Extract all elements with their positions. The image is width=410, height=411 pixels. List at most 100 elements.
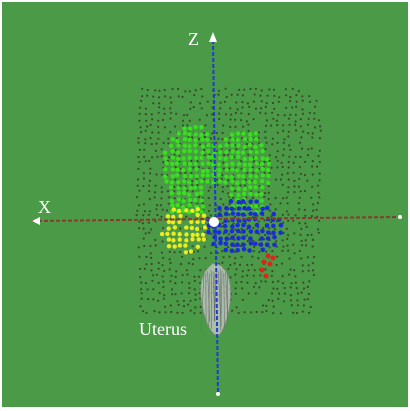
shell-point xyxy=(266,102,268,104)
blue-point xyxy=(253,212,258,217)
green-point xyxy=(236,143,240,147)
blue-point xyxy=(224,206,229,211)
shell-point xyxy=(150,124,152,126)
green-point xyxy=(248,137,252,141)
shell-point xyxy=(161,264,163,266)
shell-point xyxy=(260,107,262,109)
shell-point xyxy=(169,251,171,253)
shell-point xyxy=(268,192,270,194)
shell-point xyxy=(277,160,279,162)
green-point xyxy=(248,192,252,196)
shell-point xyxy=(153,310,155,312)
viewport-3d[interactable]: X Z Uterus xyxy=(2,2,408,407)
green-point xyxy=(254,204,258,208)
shell-point xyxy=(312,269,314,271)
blue-point xyxy=(230,249,235,254)
yellow-point xyxy=(171,220,175,224)
shell-point xyxy=(176,312,178,314)
shell-point xyxy=(259,95,261,97)
shell-point xyxy=(265,280,267,282)
green-point xyxy=(235,181,239,185)
shell-point xyxy=(186,114,188,116)
shell-point xyxy=(277,142,279,144)
blue-point xyxy=(279,223,284,228)
shell-point xyxy=(197,250,199,252)
shell-point xyxy=(149,210,151,212)
green-point xyxy=(170,199,174,203)
shell-point xyxy=(283,300,285,302)
yellow-point xyxy=(189,249,193,253)
yellow-point xyxy=(190,209,194,213)
yellow-point xyxy=(201,233,205,237)
shell-point xyxy=(302,131,304,133)
green-point xyxy=(182,191,186,195)
shell-point xyxy=(278,101,280,103)
green-point xyxy=(218,144,222,148)
shell-point xyxy=(292,220,294,222)
shell-point xyxy=(157,120,159,122)
shell-point xyxy=(177,88,179,90)
shell-point xyxy=(294,275,296,277)
blue-point xyxy=(223,224,228,229)
shell-point xyxy=(147,288,149,290)
green-point xyxy=(169,144,173,148)
blue-point xyxy=(224,248,229,253)
shell-point xyxy=(311,215,313,217)
green-point xyxy=(176,157,180,161)
green-point xyxy=(260,162,264,166)
green-point xyxy=(201,169,205,173)
shell-point xyxy=(144,268,146,270)
shell-point xyxy=(157,126,159,128)
shell-point xyxy=(151,280,153,282)
shell-point xyxy=(291,304,293,306)
shell-point xyxy=(161,191,163,193)
green-point xyxy=(266,174,270,178)
shell-point xyxy=(282,222,284,224)
blue-point xyxy=(236,229,241,234)
green-point xyxy=(187,180,191,184)
shell-point xyxy=(200,312,202,314)
shell-point xyxy=(137,137,139,139)
blue-point xyxy=(259,242,264,247)
shell-point xyxy=(250,311,252,313)
blue-point xyxy=(272,235,277,240)
shell-point xyxy=(160,216,162,218)
green-point xyxy=(235,168,239,172)
shell-point xyxy=(272,287,274,289)
green-point xyxy=(243,145,247,149)
green-point xyxy=(261,149,265,153)
shell-point xyxy=(295,282,297,284)
shell-point xyxy=(248,113,250,115)
shell-point xyxy=(252,166,254,168)
shell-point xyxy=(252,197,254,199)
shell-point xyxy=(141,88,143,90)
shell-point xyxy=(241,287,243,289)
shell-point xyxy=(287,186,289,188)
shell-point xyxy=(234,126,236,128)
shell-point xyxy=(179,227,181,229)
shell-point xyxy=(149,245,151,247)
red-point-cluster xyxy=(260,254,276,279)
shell-point xyxy=(312,173,314,175)
shell-point xyxy=(235,148,237,150)
shell-point xyxy=(288,166,290,168)
shell-point xyxy=(274,228,276,230)
green-point xyxy=(170,203,174,207)
shell-point xyxy=(176,300,178,302)
green-point xyxy=(193,186,197,190)
shell-point xyxy=(142,185,144,187)
shell-point xyxy=(268,299,270,301)
shell-point xyxy=(258,220,260,222)
shell-point xyxy=(272,300,274,302)
shell-point xyxy=(268,198,270,200)
shell-point xyxy=(293,180,295,182)
shell-point xyxy=(222,162,224,164)
shell-point xyxy=(183,114,185,116)
green-point xyxy=(230,155,234,159)
shell-point xyxy=(318,220,320,222)
shell-point xyxy=(282,246,284,248)
shell-point xyxy=(194,280,196,282)
blue-point xyxy=(265,206,270,211)
blue-point xyxy=(237,206,242,211)
green-point xyxy=(230,186,234,190)
